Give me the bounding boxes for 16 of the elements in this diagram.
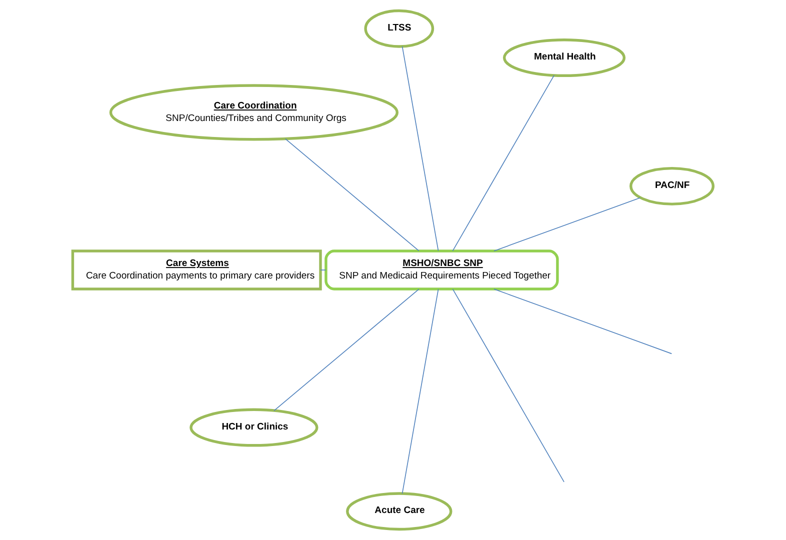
- node-ellipse: LTSS: [364, 9, 434, 48]
- node-ellipse: Mental Health: [502, 38, 626, 77]
- connector: [494, 197, 641, 252]
- node-box: MSHO/SNBC SNP SNP and Medicaid Requirements Pieced Together: [324, 250, 559, 290]
- node-ellipse: Care Coordination SNP/Counties/Tribes and Community Orgs: [109, 84, 398, 141]
- connector: [494, 288, 672, 354]
- connector: [452, 74, 554, 252]
- node-ellipse: PAC/NF: [630, 166, 715, 206]
- connector: [274, 288, 420, 412]
- connector: [402, 288, 439, 494]
- connector: [284, 138, 420, 252]
- connector: [452, 288, 564, 482]
- node-ellipse: Acute Care: [346, 492, 452, 531]
- node-ellipse: HCH or Clinics: [190, 408, 318, 447]
- node-box: Care Systems Care Coordination payments to primary care providers: [71, 250, 322, 290]
- connector: [402, 46, 439, 252]
